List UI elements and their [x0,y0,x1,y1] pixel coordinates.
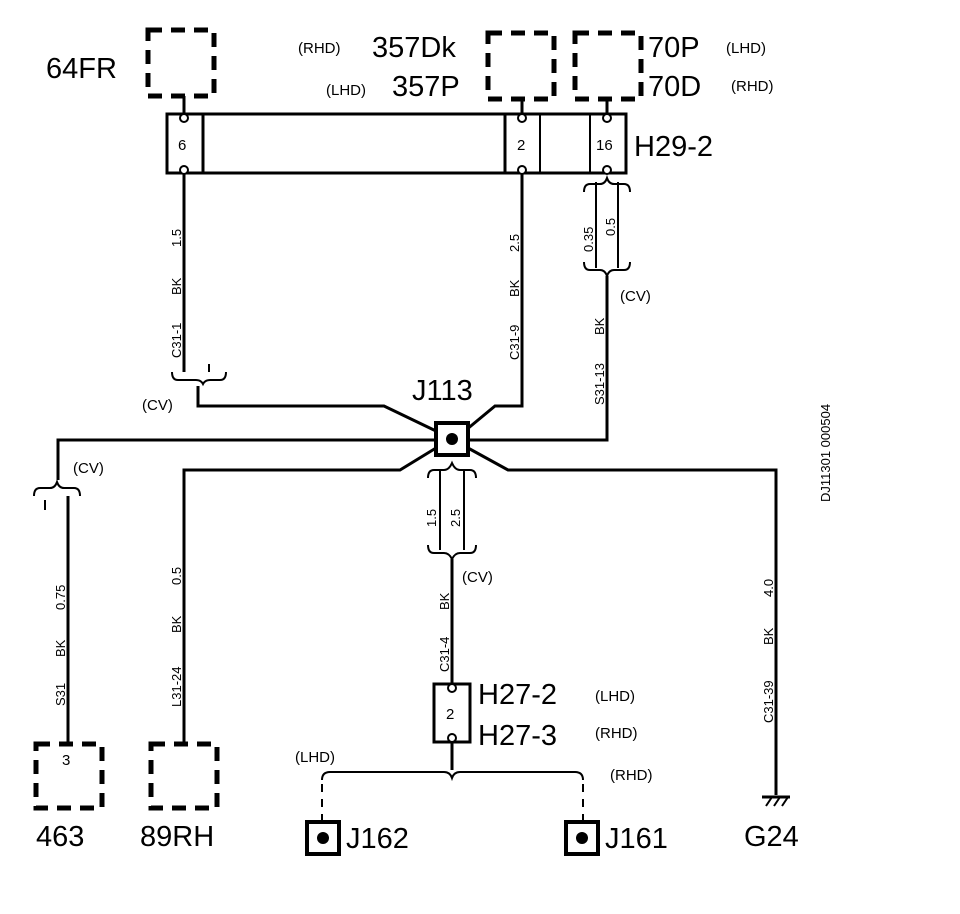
wire-s31-13-size-a: 0.35 [581,227,596,252]
ground-g24-label: G24 [744,821,799,853]
drawing-reference-id: DJ11301 000504 [818,404,833,502]
cv-brace-top-c31-4 [427,460,477,479]
h29-pin-2: 2 [517,137,525,154]
component-64fr-box [145,27,217,99]
component-357dk-label: 357Dk [372,32,456,64]
component-89rh-box [148,741,220,811]
wire-c31-9-id: C31-9 [507,325,522,360]
wire-s31-13-size-b: 0.5 [603,218,618,236]
component-357-box [485,30,557,102]
ground-icon [762,795,790,807]
wire-s31-size: 0.75 [53,585,68,610]
wire-c31-9 [465,174,524,432]
h29-pin-6: 6 [178,137,186,154]
wire-c31-39-id: C31-39 [761,680,776,723]
wire-l31-24-color: BK [169,615,184,633]
wire-s31-13 [470,276,609,442]
component-70d-label: 70D [648,71,701,103]
wire-c31-1-size: 1.5 [169,229,184,247]
cv-brace-s31-13 [583,261,631,280]
wire-s31-id: S31 [53,683,68,706]
qualifier-lhd-j162: (LHD) [295,749,335,766]
component-70-box [572,30,644,102]
h29-pin16-top [602,113,612,123]
h27-pin-bottom [447,733,457,743]
splice-j113-dot [446,433,458,445]
h27-pin-top [447,683,457,693]
qualifier-lhd-70p: (LHD) [726,40,766,57]
connector-h29-2 [165,112,628,175]
wire-c31-1-id: C31-1 [169,323,184,358]
wire-c31-9-color: BK [507,279,522,297]
connector-h27 [432,682,472,744]
wire-c31-39 [467,446,778,795]
component-463-pin: 3 [62,752,70,769]
qualifier-lhd-357p: (LHD) [326,82,366,99]
qualifier-rhd-j161: (RHD) [610,767,653,784]
branch-brace-j162-j161 [321,771,584,782]
h27-pin-number: 2 [446,706,454,723]
component-j161-label: J161 [605,823,668,855]
qualifier-rhd-70d: (RHD) [731,78,774,95]
h29-pin6-bottom [179,165,189,175]
cv-label-c31-4: (CV) [462,569,493,586]
component-463-box [33,741,105,811]
h29-pin16-bottom [602,165,612,175]
cv-label-s31: (CV) [73,460,104,477]
wire-c31-1-to-j113 [196,386,437,433]
wire-l31-24-id: L31-24 [169,667,184,707]
splice-j113-label: J113 [412,375,473,407]
component-j162-dot [317,832,329,844]
component-89rh-label: 89RH [140,821,214,853]
component-64fr-label: 64FR [46,53,117,85]
cv-brace-top-s31-13 [583,174,631,193]
wire-l31-24-size: 0.5 [169,567,184,585]
wire-s31-13-id: S31-13 [592,363,607,405]
connector-h29-2-label: H29-2 [634,131,713,163]
component-j161-dot [576,832,588,844]
wire-c31-39-color: BK [761,627,776,645]
cv-brace-c31-1 [171,371,227,387]
qualifier-rhd-357dk: (RHD) [298,40,341,57]
wire-c31-1-color: BK [169,277,184,295]
wire-c31-39-size: 4.0 [761,579,776,597]
cv-brace-c31-4 [427,544,477,562]
qualifier-lhd-h27-2: (LHD) [595,688,635,705]
wire-c31-4-size-a: 1.5 [424,509,439,527]
h29-pin6-top [179,113,189,123]
wire-s31-to-j113 [56,438,436,480]
h29-pin2-top [517,113,527,123]
component-463-label: 463 [36,821,84,853]
wire-c31-4-color: BK [437,592,452,610]
connector-h27-3-label: H27-3 [478,720,557,752]
h29-pin2-bottom [517,165,527,175]
cv-label-c31-1: (CV) [142,397,173,414]
connector-h27-2-label: H27-2 [478,679,557,711]
wire-s31-13-color: BK [592,317,607,335]
wire-c31-4-size-b: 2.5 [448,509,463,527]
component-j162-label: J162 [346,823,409,855]
wire-l31-24 [182,446,437,742]
h29-pin-16: 16 [596,137,613,154]
wire-s31-color: BK [53,639,68,657]
component-70p-label: 70P [648,32,700,64]
wire-c31-9-size: 2.5 [507,234,522,252]
wire-c31-4-id: C31-4 [437,637,452,672]
cv-brace-s31 [33,478,81,497]
component-357p-label: 357P [392,71,460,103]
cv-label-s31-13: (CV) [620,288,651,305]
qualifier-rhd-h27-3: (RHD) [595,725,638,742]
